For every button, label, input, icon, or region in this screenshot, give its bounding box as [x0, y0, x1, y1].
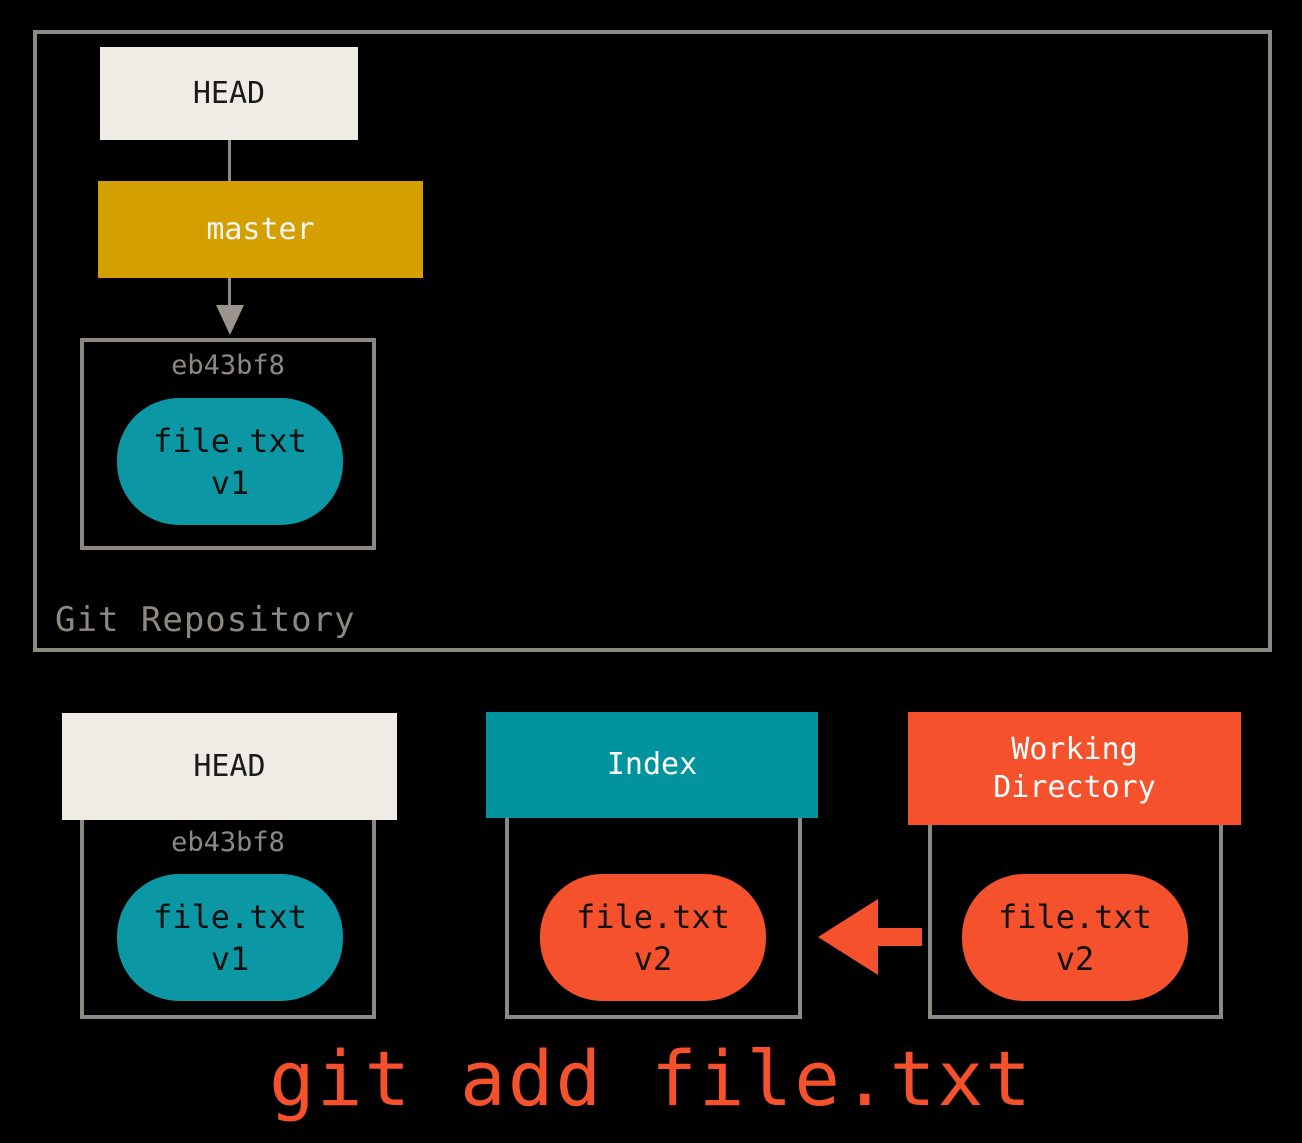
repo-blob-filename: file.txt — [152, 421, 308, 460]
stage-working-directory-body — [928, 825, 1223, 1019]
stage-head-blob-file-v1: file.txt v1 — [117, 874, 343, 1001]
repo-blob-version: v1 — [210, 463, 250, 502]
stage-index-label: Index — [606, 747, 698, 782]
command-caption: git add file.txt — [268, 1034, 1034, 1123]
stage-head-header: HEAD — [62, 713, 397, 820]
arrow-left-icon — [818, 899, 878, 975]
repo-master-label: master — [206, 211, 315, 247]
stage-head-blob-filename: file.txt — [152, 897, 308, 936]
repo-master-branch-box: master — [98, 181, 423, 278]
stage-working-directory-blob-file-v2: file.txt v2 — [962, 874, 1188, 1001]
repo-blob-file-v1: file.txt v1 — [117, 398, 343, 525]
git-repository-frame — [33, 30, 1272, 652]
stage-index-body — [505, 818, 802, 1019]
repo-commit-box — [80, 338, 376, 550]
stage-index-blob-file-v2: file.txt v2 — [540, 874, 766, 1001]
git-repository-label: Git Repository — [55, 600, 356, 640]
stage-head-body — [80, 820, 376, 1019]
stage-wd-blob-filename: file.txt — [997, 897, 1153, 936]
connector-master-to-commit — [228, 278, 231, 316]
stage-working-directory-header: Working Directory — [908, 712, 1241, 825]
stage-wd-blob-version: v2 — [1055, 939, 1095, 978]
connector-head-to-master — [228, 140, 231, 181]
repo-head-label: HEAD — [192, 75, 266, 111]
arrow-left-shaft — [876, 928, 922, 946]
stage-index-blob-version: v2 — [633, 939, 673, 978]
stage-head-label: HEAD — [193, 748, 266, 784]
stage-head-hash: eb43bf8 — [171, 827, 285, 858]
repo-head-box: HEAD — [100, 47, 358, 140]
stage-head-blob-version: v1 — [210, 939, 250, 978]
stage-working-directory-label: Working Directory — [993, 731, 1156, 805]
stage-index-header: Index — [486, 712, 818, 818]
stage-index-blob-filename: file.txt — [575, 897, 731, 936]
arrow-down-icon — [216, 305, 244, 335]
repo-commit-hash: eb43bf8 — [171, 350, 285, 381]
